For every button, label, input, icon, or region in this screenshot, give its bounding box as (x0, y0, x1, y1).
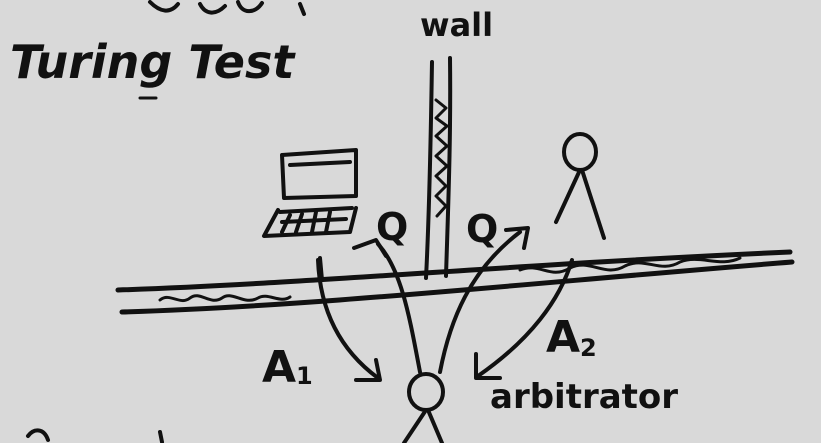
wall-label: wall (420, 6, 493, 44)
question-arrow-left (352, 238, 422, 374)
question-left-label: Q (376, 205, 408, 249)
answer-1-label: A (262, 342, 296, 393)
question-arrow-right (438, 226, 530, 374)
answer-2-subscript: 2 (580, 334, 597, 362)
answer-arrow-2 (474, 258, 574, 380)
answer-2-label: A (546, 312, 580, 363)
arbitrator-label: arbitrator (490, 377, 678, 417)
floor (115, 249, 795, 315)
wall (424, 56, 453, 280)
title-text: Turing Test (10, 35, 296, 89)
cut-off-bottom-writing (26, 428, 164, 443)
arbitrator-icon (402, 372, 445, 443)
question-right-label: Q (466, 207, 498, 251)
cut-off-top-writing (148, 0, 306, 16)
answer-1-subscript: 1 (296, 362, 313, 390)
human-icon (554, 132, 606, 240)
answer-arrow-1 (316, 258, 382, 382)
computer-icon (262, 148, 358, 282)
